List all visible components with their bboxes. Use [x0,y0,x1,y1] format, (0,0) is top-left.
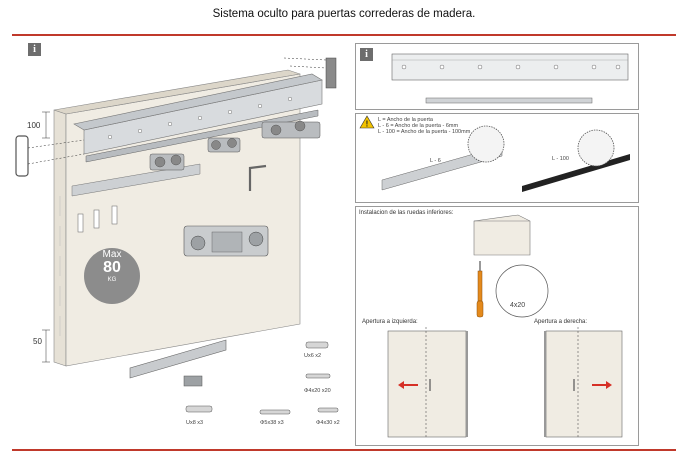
page-title: Sistema oculto para puertas correderas d… [212,8,476,20]
install-title: Instalacion de las ruedas inferiores: [359,210,454,216]
door-top [53,69,301,115]
cut-label-left: L - 6 [430,158,441,164]
rail-guide [85,109,319,163]
install-diagram [387,214,623,439]
arrow-right-icon [606,381,612,389]
dimension-lines [42,111,50,363]
warning-line: L = Ancho de la puerta [378,117,433,123]
svg-text:!: ! [366,120,369,129]
rail-detail-diagram [391,53,629,104]
warning-lines: L = Ancho de la puerta L - 6 = Ancho de … [378,117,470,135]
warning-line: L - 100 = Ancho de la puerta - 100mm [378,129,471,135]
door-right [545,330,623,438]
rail-holes [107,96,293,140]
bottom-rule [12,449,676,451]
saw-blade-left [467,125,505,163]
floor-guide [129,339,227,379]
floor-block [183,375,203,387]
dimension-top: 100 [27,121,41,130]
warning-icon [359,115,375,129]
trolleys [149,120,321,171]
max-load-value: 80 [103,259,121,276]
warning-line: L - 6 = Ancho de la puerta - 6mm [378,123,459,129]
dimension-bottom: 50 [33,337,42,346]
arrow-left-icon [398,381,404,389]
cut-label-right: L - 100 [552,156,569,162]
saw-blade-right [577,129,615,167]
hardware-label: Φ4x20 x20 [304,388,331,394]
wheel-block [473,214,531,256]
allen-key [248,164,267,191]
hardware-label: Ux6 x2 [304,353,322,359]
max-load-label: Max [102,249,122,260]
top-rule [12,34,676,36]
door-slots [77,205,118,233]
main-assembly-diagram [15,57,339,415]
install-panel: Instalacion de las ruedas inferiores: 4x… [355,206,639,446]
opening-right-label: Apertura a derecha: [534,319,588,325]
hardware-label: Φ4x30 x2 [316,420,340,426]
max-load-badge [84,248,140,304]
top-rail-lip [73,73,323,131]
end-stop [15,135,29,177]
carriage-rail [71,163,201,197]
max-load-unit: KG [107,277,117,283]
cutting-panel: ! L = Ancho de la puerta L - 6 = Ancho d… [355,113,639,203]
hardware-label: Φ5x38 x3 [260,420,284,426]
guide-lines [27,57,327,165]
install-size-label: 4x20 [510,302,526,309]
rail-detail-panel: i [355,43,639,110]
info-icon: i [28,43,41,56]
zoom-circle [495,264,549,318]
cutting-diagram: ! [359,115,630,192]
rail-cut-right [522,154,630,192]
info-icon: i [360,48,373,61]
hardware-label: Ux8 x3 [186,420,204,426]
screwdriver-icon [477,270,483,302]
hardware-items [185,341,339,415]
opening-left-label: Apertura a izquierda: [362,319,418,325]
max-load-text: Max 80 KG [84,250,140,284]
end-cap [325,57,337,89]
